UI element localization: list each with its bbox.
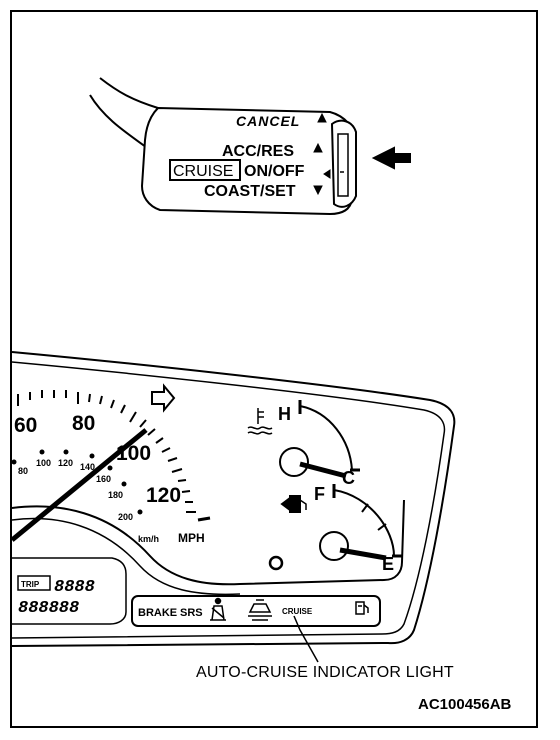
fuel-gauge-hub bbox=[319, 531, 349, 561]
fuel-empty-label: E bbox=[382, 554, 394, 574]
cruise-label: CRUISE bbox=[173, 163, 233, 180]
mph-100: 100 bbox=[116, 442, 151, 465]
odometer-digits: 888888 bbox=[18, 599, 79, 618]
fuel-gauge bbox=[280, 484, 402, 561]
turn-signal-icon bbox=[151, 383, 176, 413]
fuel-pump-icon bbox=[280, 495, 307, 513]
temp-cold-label: C bbox=[342, 468, 355, 488]
temperature-gauge bbox=[247, 400, 360, 479]
coast-set-label: COAST/SET bbox=[204, 183, 296, 200]
trip-digits: 8888 bbox=[54, 578, 95, 597]
kmh-140: 140 bbox=[80, 462, 95, 472]
speedometer-mph-labels: 60 80 100 120 bbox=[14, 412, 181, 507]
trip-reset-knob bbox=[268, 555, 284, 571]
indicator-lights: BRAKE SRS CRUISE bbox=[138, 597, 369, 621]
speedometer-needle bbox=[10, 428, 148, 542]
kmh-160: 160 bbox=[96, 474, 111, 484]
kmh-80: 80 bbox=[18, 466, 28, 476]
temp-gauge-hub bbox=[279, 447, 309, 477]
mph-60: 60 bbox=[14, 414, 37, 437]
figure-frame bbox=[10, 10, 538, 728]
kmh-100: 100 bbox=[36, 458, 51, 468]
mph-unit: MPH bbox=[178, 531, 205, 545]
cruise-label-box bbox=[169, 159, 241, 181]
odometer-display: TRIP 8888 888888 bbox=[17, 575, 95, 618]
indicator-callout-label: AUTO-CRUISE INDICATOR LIGHT bbox=[196, 664, 454, 681]
figure-id: AC100456AB bbox=[418, 696, 512, 713]
cruise-indicator: CRUISE bbox=[282, 607, 313, 616]
fuel-gauge-needle bbox=[339, 547, 387, 561]
door-ajar-icon bbox=[248, 599, 272, 621]
trip-label: TRIP bbox=[21, 580, 40, 589]
on-off-label: ON/OFF bbox=[244, 163, 305, 180]
lever-labels: CANCEL ACC/RES CRUISE ON/OFF COAST/SET bbox=[169, 113, 305, 200]
indicator-panel bbox=[131, 595, 381, 627]
kmh-unit: km/h bbox=[138, 534, 159, 544]
coolant-temperature-icon bbox=[247, 408, 273, 435]
instrument-cluster bbox=[11, 351, 456, 647]
cancel-label: CANCEL bbox=[236, 113, 300, 129]
speedometer-ticks bbox=[17, 390, 211, 522]
speedometer-kmh-labels: 80 100 120 140 160 180 200 km/h MPH bbox=[11, 449, 205, 545]
fuel-full-label: F bbox=[314, 484, 325, 504]
temp-high-label: H bbox=[278, 404, 291, 424]
acc-res-label: ACC/RES bbox=[222, 143, 294, 160]
kmh-120: 120 bbox=[58, 458, 73, 468]
brake-indicator: BRAKE bbox=[138, 607, 177, 619]
mph-120: 120 bbox=[146, 484, 181, 507]
cruise-control-lever bbox=[89, 77, 411, 216]
callout-leader-line bbox=[293, 615, 319, 663]
srs-indicator: SRS bbox=[180, 607, 203, 619]
low-fuel-warning-icon bbox=[355, 601, 369, 615]
seatbelt-icon bbox=[210, 597, 226, 621]
temp-gauge-needle bbox=[299, 461, 347, 479]
mph-80: 80 bbox=[72, 412, 95, 435]
kmh-180: 180 bbox=[108, 490, 123, 500]
kmh-200: 200 bbox=[118, 512, 133, 522]
